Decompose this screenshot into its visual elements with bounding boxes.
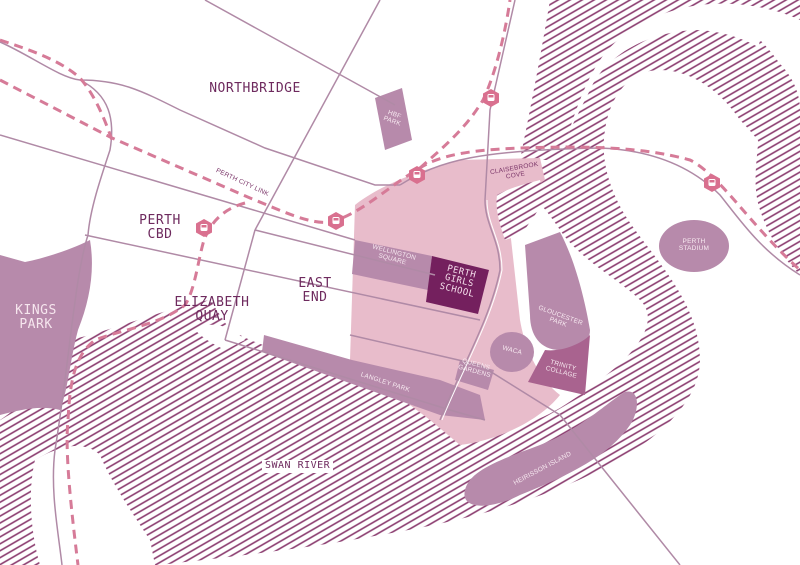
station-mciver[interactable] [409, 166, 425, 184]
heirisson-island-area[interactable] [464, 391, 637, 506]
kings-park-area[interactable] [0, 240, 92, 415]
gloucester-park-area[interactable] [525, 232, 590, 350]
label-kings-park: KINGS PARK [15, 303, 57, 332]
label-elizabeth-quay: ELIZABETH QUAY [174, 295, 250, 324]
label-perth-cbd: PERTH CBD [139, 213, 181, 242]
station-city-link[interactable] [328, 212, 344, 230]
label-swan-river: SWAN RIVER [262, 460, 334, 473]
label-perth-stadium: PERTH STADIUM [678, 238, 710, 252]
perth-stadium-area[interactable] [659, 220, 729, 272]
label-east-end: EAST END [298, 276, 332, 305]
hbf-park-area[interactable] [375, 88, 412, 150]
label-northbridge: NORTHBRIDGE [209, 81, 301, 96]
perth-girls-school-area[interactable] [426, 256, 489, 314]
station-stadium[interactable] [704, 174, 720, 192]
station-elizabeth-quay[interactable] [196, 219, 212, 237]
trinity-collage-area[interactable] [528, 335, 590, 395]
stations [196, 89, 720, 237]
langley-park-area[interactable] [262, 335, 485, 420]
road-double [441, 199, 503, 421]
station-claisebrook[interactable] [483, 89, 499, 107]
waca-area[interactable] [490, 332, 534, 372]
